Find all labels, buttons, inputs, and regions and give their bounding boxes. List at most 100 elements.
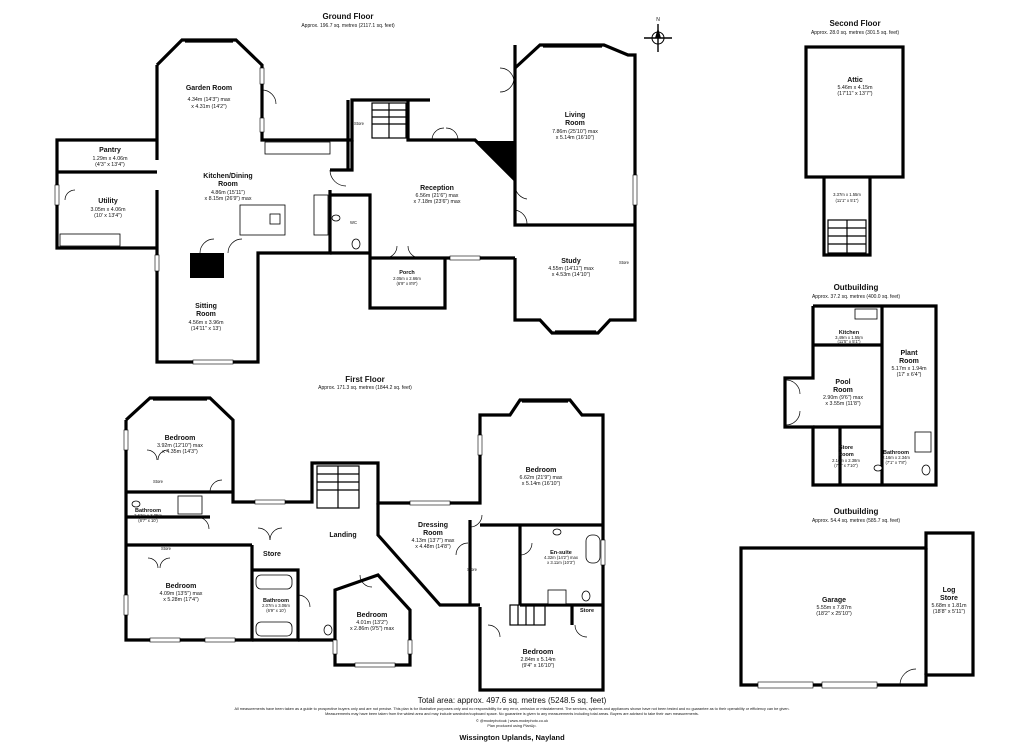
svg-text:Utility: Utility xyxy=(98,198,118,205)
ground-floor-title: Ground Floor xyxy=(322,12,373,21)
svg-text:Room: Room xyxy=(838,452,854,458)
svg-text:Bedroom: Bedroom xyxy=(166,583,197,590)
room-sitting: Sitting Room 4.56m x 3.96m (14'11" x 13'… xyxy=(188,303,224,332)
room-pantry: Pantry 1.29m x 4.06m (4'3" x 13'4") xyxy=(92,147,128,168)
door-swing-icon xyxy=(384,245,398,259)
svg-text:(14'11" x 13'): (14'11" x 13') xyxy=(191,326,222,332)
garage-door xyxy=(821,681,878,689)
outbuilding1-title: Outbuilding xyxy=(834,283,879,292)
svg-text:Plant: Plant xyxy=(900,350,918,357)
svg-text:(17'11" x 13'7"): (17'11" x 13'7") xyxy=(837,91,872,97)
svg-text:4.32m (14'2") max: 4.32m (14'2") max xyxy=(544,555,579,560)
window-icon xyxy=(204,637,236,643)
door-swing-icon xyxy=(64,189,76,201)
credit-line1: © @modephotouk | www.modephoto.co.uk xyxy=(476,719,548,723)
door-swing-icon xyxy=(196,516,210,530)
room-garage: Garage 5.55m x 7.87m (18'2" x 25'10") xyxy=(816,597,852,617)
second-floor-plan: Attic 5.46m x 4.15m (17'11" x 13'7") 3.3… xyxy=(804,45,905,257)
room-bath2: Bathroom 2.07m x 3.06m (6'9" x 10') xyxy=(262,598,290,613)
svg-text:En-suite: En-suite xyxy=(550,550,572,556)
svg-text:(7'1" x 7'10"): (7'1" x 7'10") xyxy=(834,463,858,468)
fireplace-icon xyxy=(190,253,224,278)
room-logstore: Log Store 5.68m x 1.81m (18'8" x 5'11") xyxy=(931,587,967,615)
svg-text:4.34m (14'3") max: 4.34m (14'3") max xyxy=(188,97,231,103)
svg-text:2.16m x 2.34m: 2.16m x 2.34m xyxy=(882,455,910,460)
window-icon xyxy=(449,255,481,261)
svg-text:Bathroom: Bathroom xyxy=(263,598,289,604)
svg-text:2.16m x 2.38m: 2.16m x 2.38m xyxy=(832,458,860,463)
room-bath-ob: Bathroom 2.16m x 2.34m (7'1" x 7'8") xyxy=(882,450,910,465)
svg-text:x 4.53m (14'10"): x 4.53m (14'10") xyxy=(552,272,591,278)
second-floor-title: Second Floor xyxy=(829,19,880,28)
room-store-b2: Store xyxy=(161,546,172,551)
svg-text:2.07m x 3.06m: 2.07m x 3.06m xyxy=(262,603,290,608)
bath-icon xyxy=(585,534,601,564)
svg-text:4.55m (14'11") max: 4.55m (14'11") max xyxy=(548,266,594,272)
svg-text:Store: Store xyxy=(839,445,853,451)
svg-text:Bedroom: Bedroom xyxy=(357,612,388,619)
window-icon xyxy=(123,594,129,616)
svg-text:3.05m x 4.06m: 3.05m x 4.06m xyxy=(90,207,126,213)
svg-text:5.55m x 7.87m: 5.55m x 7.87m xyxy=(816,605,852,611)
svg-text:(6'9" x 10'): (6'9" x 10') xyxy=(266,608,286,613)
total-area: Total area: approx. 497.6 sq. metres (52… xyxy=(418,696,607,705)
room-study: Study 4.55m (14'11") max x 4.53m (14'10"… xyxy=(548,258,594,278)
window-icon xyxy=(54,184,60,206)
svg-text:(6'9" x 8'9"): (6'9" x 8'9") xyxy=(396,281,418,286)
svg-text:Bathroom: Bathroom xyxy=(883,450,909,456)
door-swing-icon xyxy=(257,527,271,541)
door-swing-icon xyxy=(159,557,171,569)
toilet-icon xyxy=(323,624,333,636)
svg-text:x 5.14m (16'10"): x 5.14m (16'10") xyxy=(522,481,561,487)
svg-text:(7'1" x 7'8"): (7'1" x 7'8") xyxy=(885,460,907,465)
svg-text:Dressing: Dressing xyxy=(418,522,448,529)
svg-text:(18'8" x 5'11"): (18'8" x 5'11") xyxy=(933,609,965,615)
room-attic: Attic 5.46m x 4.15m (17'11" x 13'7") xyxy=(837,77,873,97)
room-store-b1: Store xyxy=(153,479,164,484)
room-ensuite: En-suite 4.32m (14'2") max x 3.11m (10'3… xyxy=(544,550,579,565)
svg-text:x 7.18m (23'6") max: x 7.18m (23'6") max xyxy=(413,199,460,205)
svg-text:5.46m x 4.15m: 5.46m x 4.15m xyxy=(837,85,873,91)
staircase-icon xyxy=(827,219,867,254)
svg-text:(8'7" x 10'): (8'7" x 10') xyxy=(138,518,158,523)
svg-text:Garden Room: Garden Room xyxy=(186,85,232,92)
room-bath1: Bathroom 2.62m x 3.05m (8'7" x 10') xyxy=(134,508,162,523)
svg-text:5.17m x 1.94m: 5.17m x 1.94m xyxy=(891,366,927,372)
window-icon xyxy=(332,639,338,655)
window-icon xyxy=(192,359,234,365)
door-swing-icon xyxy=(227,238,243,254)
svg-text:Room: Room xyxy=(423,530,443,537)
credit-line2: Plan produced using PlanUp. xyxy=(487,724,536,728)
fireplace-icon xyxy=(476,141,515,180)
bath-icon xyxy=(255,574,293,590)
window-icon xyxy=(154,254,160,272)
property-name: Wissington Uplands, Nayland xyxy=(459,733,565,742)
door-swing-icon xyxy=(407,245,421,259)
svg-text:x 8.15m (26'9") max: x 8.15m (26'9") max xyxy=(204,196,251,202)
room-garden: Garden Room 4.34m (14'3") max x 4.31m (1… xyxy=(186,85,232,110)
room-wc: WC xyxy=(350,220,357,225)
staircase-icon xyxy=(316,465,360,509)
svg-text:4.86m (15'11"): 4.86m (15'11") xyxy=(211,190,245,196)
svg-text:2.62m x 3.05m: 2.62m x 3.05m xyxy=(134,513,162,518)
door-swing-icon xyxy=(899,668,917,686)
door-swing-icon xyxy=(455,542,469,556)
room-kitchen: Kitchen/Dining Room 4.86m (15'11") x 8.1… xyxy=(203,173,252,202)
svg-text:x 4.35m (14'3"): x 4.35m (14'3") xyxy=(162,449,198,455)
toilet-icon xyxy=(581,590,591,602)
svg-text:2.84m x 5.14m: 2.84m x 5.14m xyxy=(520,657,556,663)
svg-text:4.09m (13'5") max: 4.09m (13'5") max xyxy=(160,591,203,597)
room-store-bed5: Store xyxy=(580,608,594,614)
outbuilding2-plan: Garage 5.55m x 7.87m (18'2" x 25'10") Lo… xyxy=(739,531,975,689)
room-landing: Landing xyxy=(329,532,356,539)
svg-text:Store: Store xyxy=(940,595,958,602)
svg-text:Study: Study xyxy=(561,258,581,265)
svg-text:Sitting: Sitting xyxy=(195,303,217,310)
svg-text:Room: Room xyxy=(833,387,853,394)
window-icon xyxy=(259,117,265,133)
window-icon xyxy=(123,429,129,451)
door-swing-icon xyxy=(199,238,215,254)
svg-text:3.37m x 1.55m: 3.37m x 1.55m xyxy=(833,192,861,197)
outbuilding1-area: Approx. 37.2 sq. metres (400.0 sq. feet) xyxy=(812,294,900,300)
room-attic-annex: 3.37m x 1.55m (11'1" x 5'1") xyxy=(833,192,861,203)
